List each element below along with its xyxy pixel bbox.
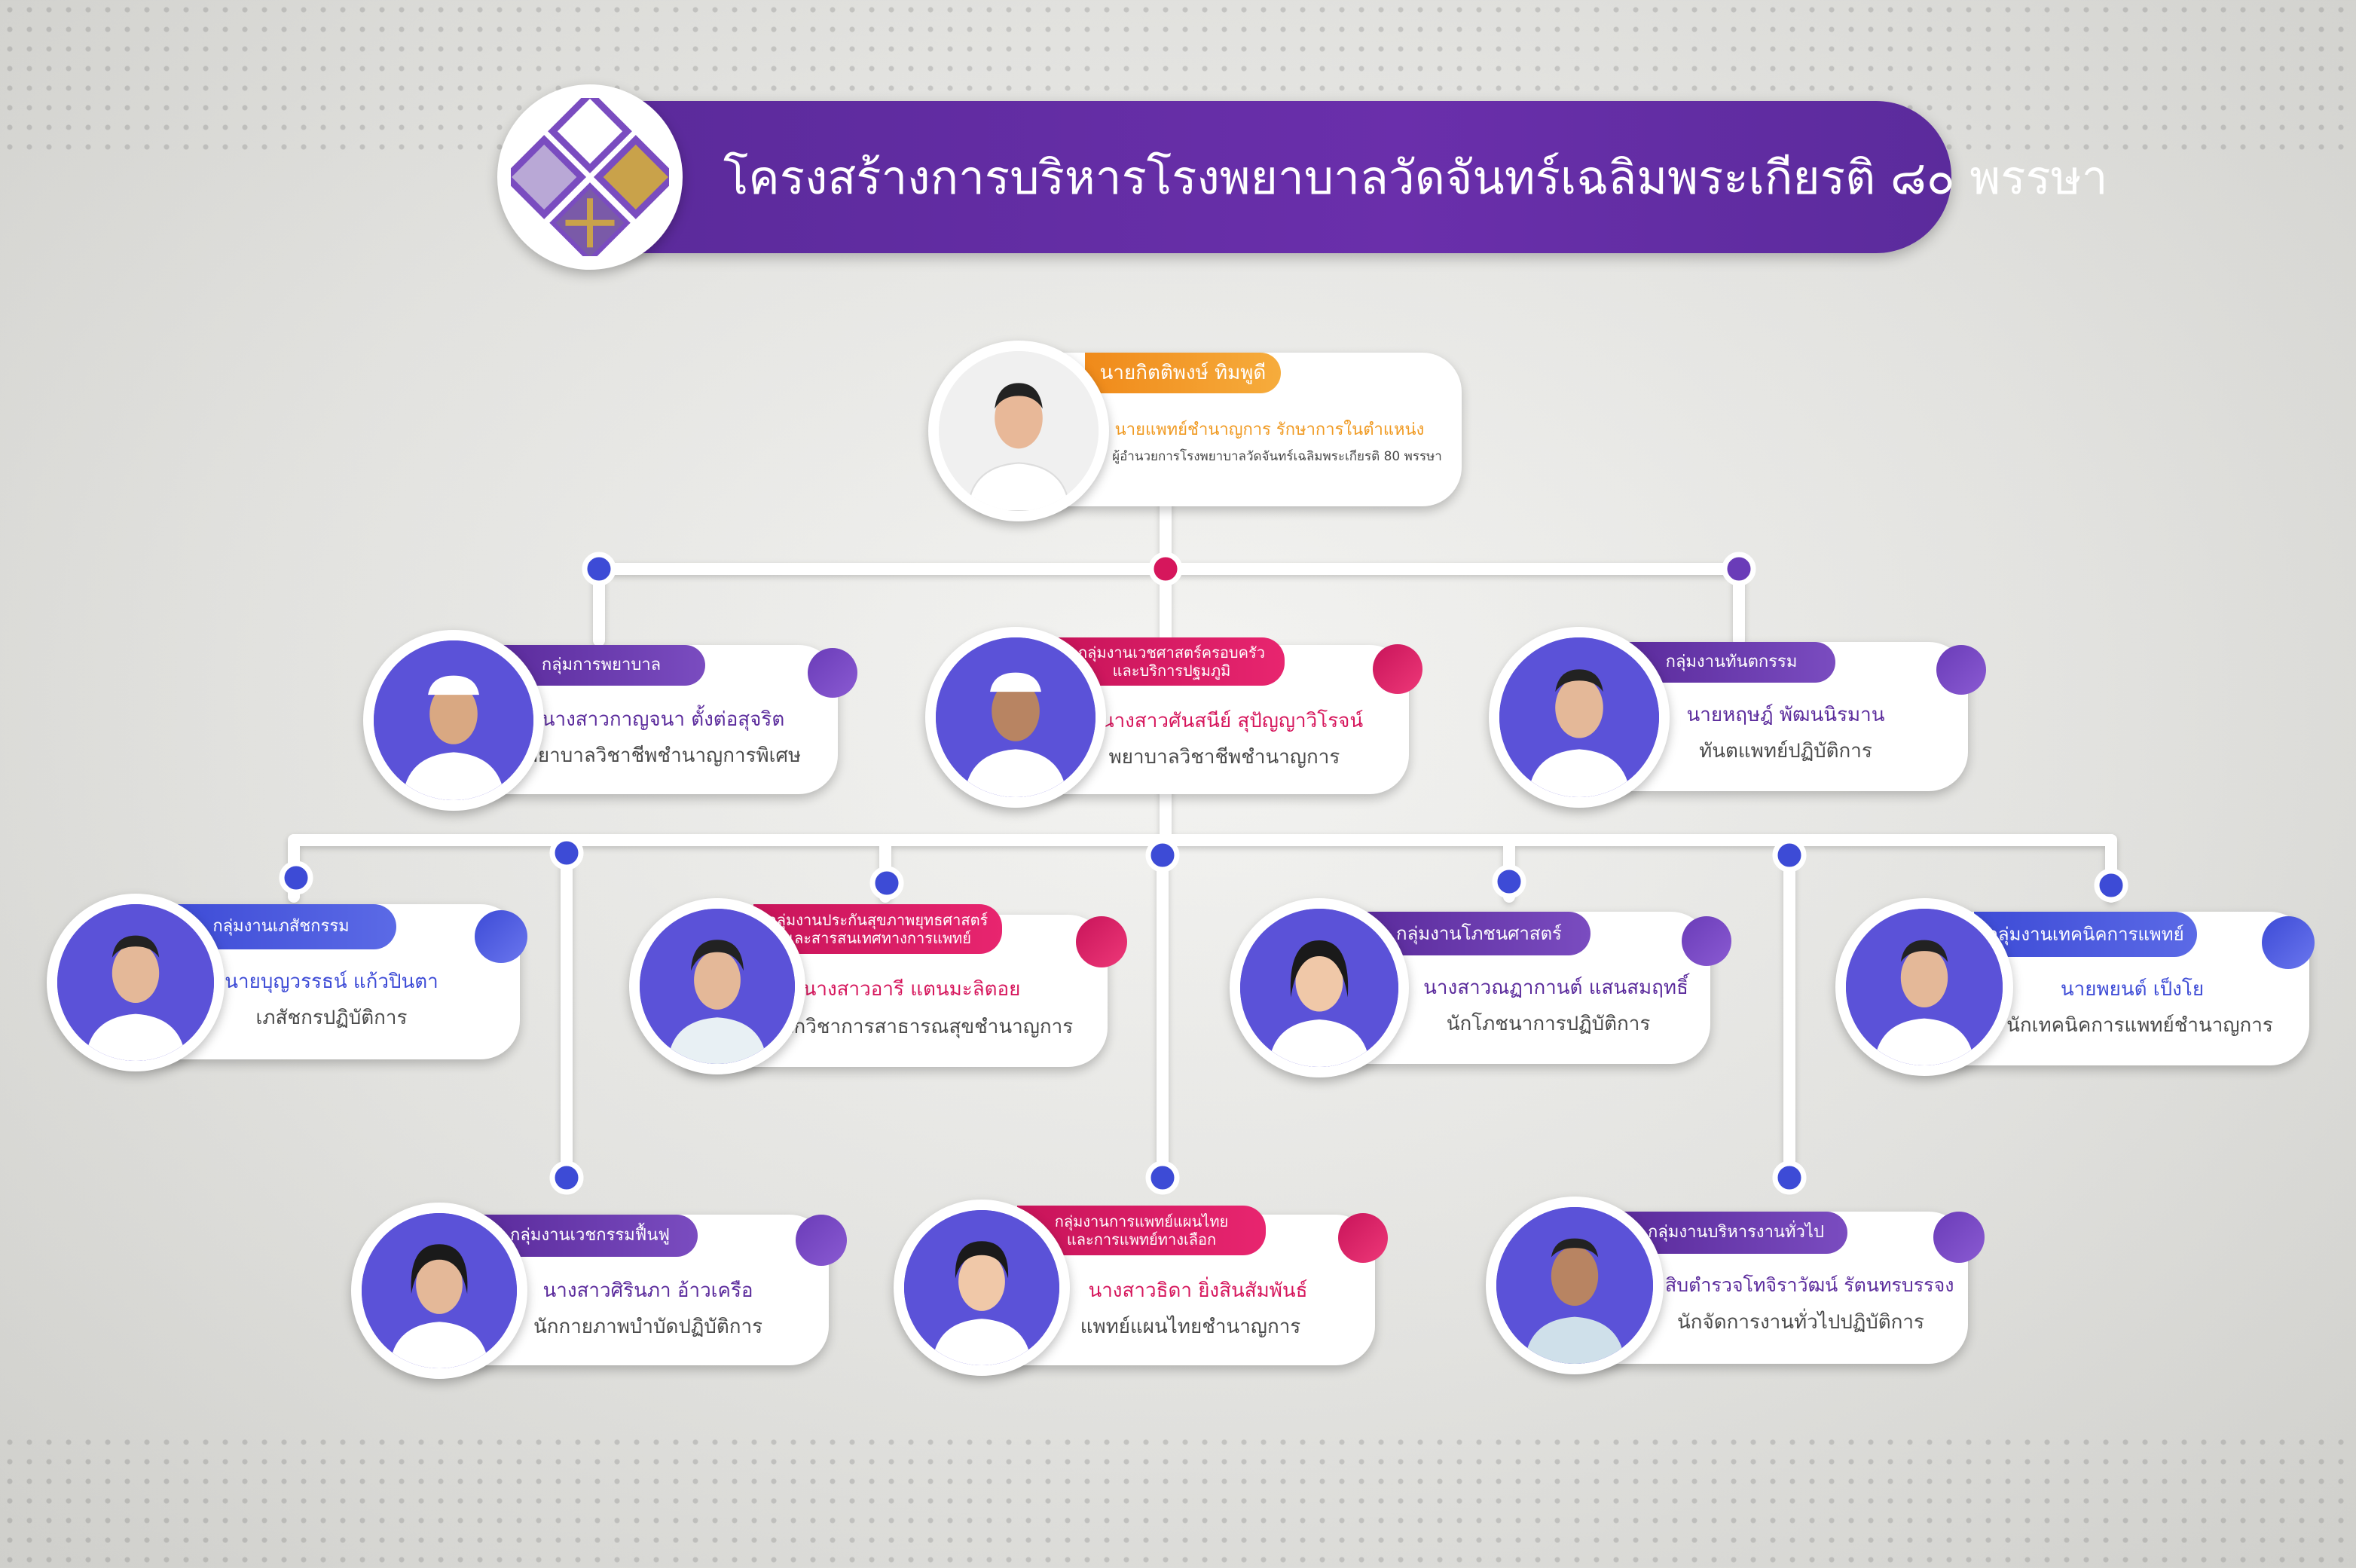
health-insurance-department-tag: กลุ่มงานประกันสุขภาพยุทธศาสตร์ และสารสนเ… xyxy=(753,904,1002,954)
person-avatar-icon xyxy=(936,637,1095,797)
health-insurance-department-line2: และสารสนเทศทางการแพทย์ xyxy=(784,929,971,947)
rehab-photo xyxy=(351,1203,527,1379)
nursing-badge xyxy=(808,648,857,698)
admin-photo xyxy=(1486,1197,1664,1374)
header-banner xyxy=(573,101,1951,253)
pharmacy-badge xyxy=(475,910,527,963)
director-subposition: ผู้อำนวยการโรงพยาบาลวัดจันทร์เฉลิมพระเกี… xyxy=(1112,449,1442,464)
dental-badge xyxy=(1936,645,1986,695)
admin-person-position: นักจัดการงานทั่วไปปฏิบัติการ xyxy=(1677,1311,1924,1334)
person-avatar-icon xyxy=(57,904,214,1061)
admin-department-tag: กลุ่มงานบริหารงานทั่วไป xyxy=(1624,1212,1847,1254)
medical-tech-department-tag: กลุ่มงานเทคนิคการแพทย์ xyxy=(1974,912,2197,957)
health-insurance-person-name: นางสาวอารี แตนมะลิตอย xyxy=(802,978,1021,1001)
admin-person-name: สิบตำรวจโทจิราวัฒน์ รัตนทรบรรจง xyxy=(1665,1274,1954,1296)
thai-medicine-person-name: นางสาวธิดา ยิ่งสินสัมพันธ์ xyxy=(1088,1279,1308,1302)
health-insurance-person-position: นักวิชาการสาธารณสุขชำนาญการ xyxy=(780,1016,1074,1038)
dot-pattern-bottom xyxy=(0,1432,2356,1568)
nutrition-badge xyxy=(1682,916,1731,966)
nursing-person-name: นางสาวกาญจนา ตั้งต่อสุจริต xyxy=(541,708,785,731)
person-avatar-icon xyxy=(1499,637,1659,797)
family-medicine-photo xyxy=(925,627,1106,808)
pharmacy-photo xyxy=(47,894,225,1071)
person-avatar-icon xyxy=(640,909,795,1064)
family-medicine-person-name: นางสาวศันสนีย์ สุปัญญาวิโรจน์ xyxy=(1100,710,1364,732)
nutrition-photo xyxy=(1230,898,1409,1077)
dental-person-name: นายหฤษฎ์ พัฒนนิรมาน xyxy=(1686,704,1885,726)
rehab-person-name: นางสาวศิรินภา อ้าวเครือ xyxy=(542,1279,753,1302)
pharmacy-person-name: นายบุญวรรธน์ แก้วปินตา xyxy=(225,970,439,993)
medical-tech-person-name: นายพยนต์ เป็งโย xyxy=(2060,978,2205,1001)
rehab-department-tag: กลุ่มงานเวชกรรมฟื้นฟู xyxy=(482,1215,698,1257)
family-medicine-department-line1: กลุ่มงานเวชศาสตร์ครอบครัว xyxy=(1078,643,1265,662)
pharmacy-person-position: เภสัชกรปฏิบัติการ xyxy=(255,1007,408,1029)
rehab-person-position: นักกายภาพบำบัดปฏิบัติการ xyxy=(533,1316,763,1338)
thai-medicine-badge xyxy=(1338,1213,1388,1263)
admin-badge xyxy=(1933,1212,1985,1263)
dental-person-position: ทันตแพทย์ปฏิบัติการ xyxy=(1699,740,1872,763)
logo-icon xyxy=(511,98,669,256)
nutrition-person-name: นางสาวณฏากานต์ แสนสมฤทธิ์ xyxy=(1423,977,1688,999)
thai-medicine-department-line2: และการแพทย์ทางเลือก xyxy=(1066,1230,1217,1249)
page-title: โครงสร้างการบริหารโรงพยาบาลวัดจันทร์เฉลิ… xyxy=(723,150,2108,205)
person-avatar-icon xyxy=(904,1210,1059,1365)
health-insurance-card: กลุ่มงานประกันสุขภาพยุทธศาสตร์ และสารสนเ… xyxy=(686,904,1108,1067)
health-insurance-department-line1: กลุ่มงานประกันสุขภาพยุทธศาสตร์ xyxy=(767,911,989,929)
person-avatar-icon xyxy=(374,640,533,800)
director-photo xyxy=(928,341,1109,521)
person-avatar-icon xyxy=(1846,909,2003,1065)
director-name-tag: นายกิตติพงษ์ ทิมพูดี xyxy=(1085,353,1281,393)
dental-card: กลุ่มงานทันตกรรม นายหฤษฎ์ พัฒนนิรมาน ทัน… xyxy=(1552,642,1968,791)
dental-photo xyxy=(1489,627,1670,808)
dental-department-tag: กลุ่มงานทันตกรรม xyxy=(1627,642,1835,683)
nutrition-person-position: นักโภชนาการปฏิบัติการ xyxy=(1446,1013,1651,1035)
family-medicine-department-line2: และบริการปฐมภูมิ xyxy=(1112,662,1231,680)
medical-tech-person-position: นักเทคนิคการแพทย์ชำนาญการ xyxy=(2006,1014,2273,1037)
director-position: นายแพทย์ชำนาญการ รักษาการในตำแหน่ง xyxy=(1114,420,1425,439)
thai-medicine-photo xyxy=(894,1200,1070,1376)
nutrition-department-tag: กลุ่มงานโภชนศาสตร์ xyxy=(1367,912,1591,955)
rehab-badge xyxy=(796,1215,847,1266)
person-avatar-icon xyxy=(1496,1207,1653,1364)
person-avatar-icon xyxy=(362,1213,517,1368)
medical-tech-photo xyxy=(1835,898,2013,1076)
thai-medicine-person-position: แพทย์แผนไทยชำนาญการ xyxy=(1080,1316,1301,1338)
nursing-person-position: พยาบาลวิชาชีพชำนาญการพิเศษ xyxy=(524,744,802,767)
person-avatar-icon xyxy=(1240,909,1398,1067)
medical-tech-badge xyxy=(2262,916,2315,969)
hospital-logo xyxy=(497,84,683,270)
nursing-photo xyxy=(363,630,544,811)
health-insurance-photo xyxy=(629,898,805,1074)
family-medicine-badge xyxy=(1373,644,1422,694)
family-medicine-person-position: พยาบาลวิชาชีพชำนาญการ xyxy=(1108,746,1340,769)
health-insurance-badge xyxy=(1076,916,1127,967)
person-avatar-icon xyxy=(939,351,1099,511)
thai-medicine-department-line1: กลุ่มงานการแพทย์แผนไทย xyxy=(1054,1212,1229,1230)
